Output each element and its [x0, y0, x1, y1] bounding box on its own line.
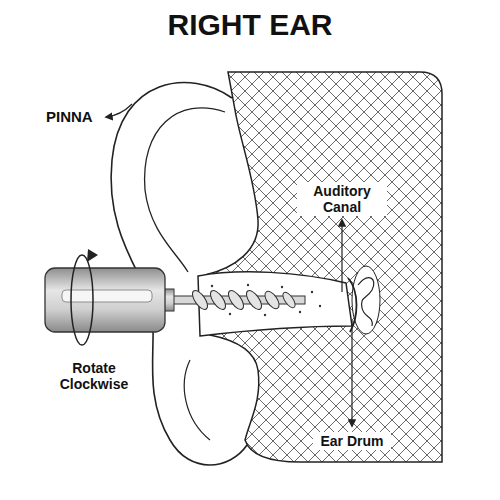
rotation-ring [71, 255, 93, 345]
wax-dots [211, 284, 321, 316]
spiral-tip [190, 288, 298, 312]
rotation-arrowhead [87, 249, 98, 262]
pinna-lobe [184, 360, 210, 440]
canal [198, 272, 352, 336]
eardrum-leader [351, 320, 352, 426]
instruction-label: Rotate Clockwise [50, 360, 138, 392]
ossicles [358, 278, 374, 326]
canal-leader [341, 220, 342, 292]
diagram-title: RIGHT EAR [0, 8, 500, 43]
part-label: Auditory Canal [297, 182, 387, 216]
part-label: Ear Drum [313, 432, 391, 450]
tool-highlight [62, 290, 152, 302]
tool-body [45, 268, 165, 332]
pinna-helix [145, 108, 225, 272]
part-label: PINNA [46, 108, 93, 125]
pinna-leader [106, 104, 132, 117]
head-section [205, 72, 442, 462]
